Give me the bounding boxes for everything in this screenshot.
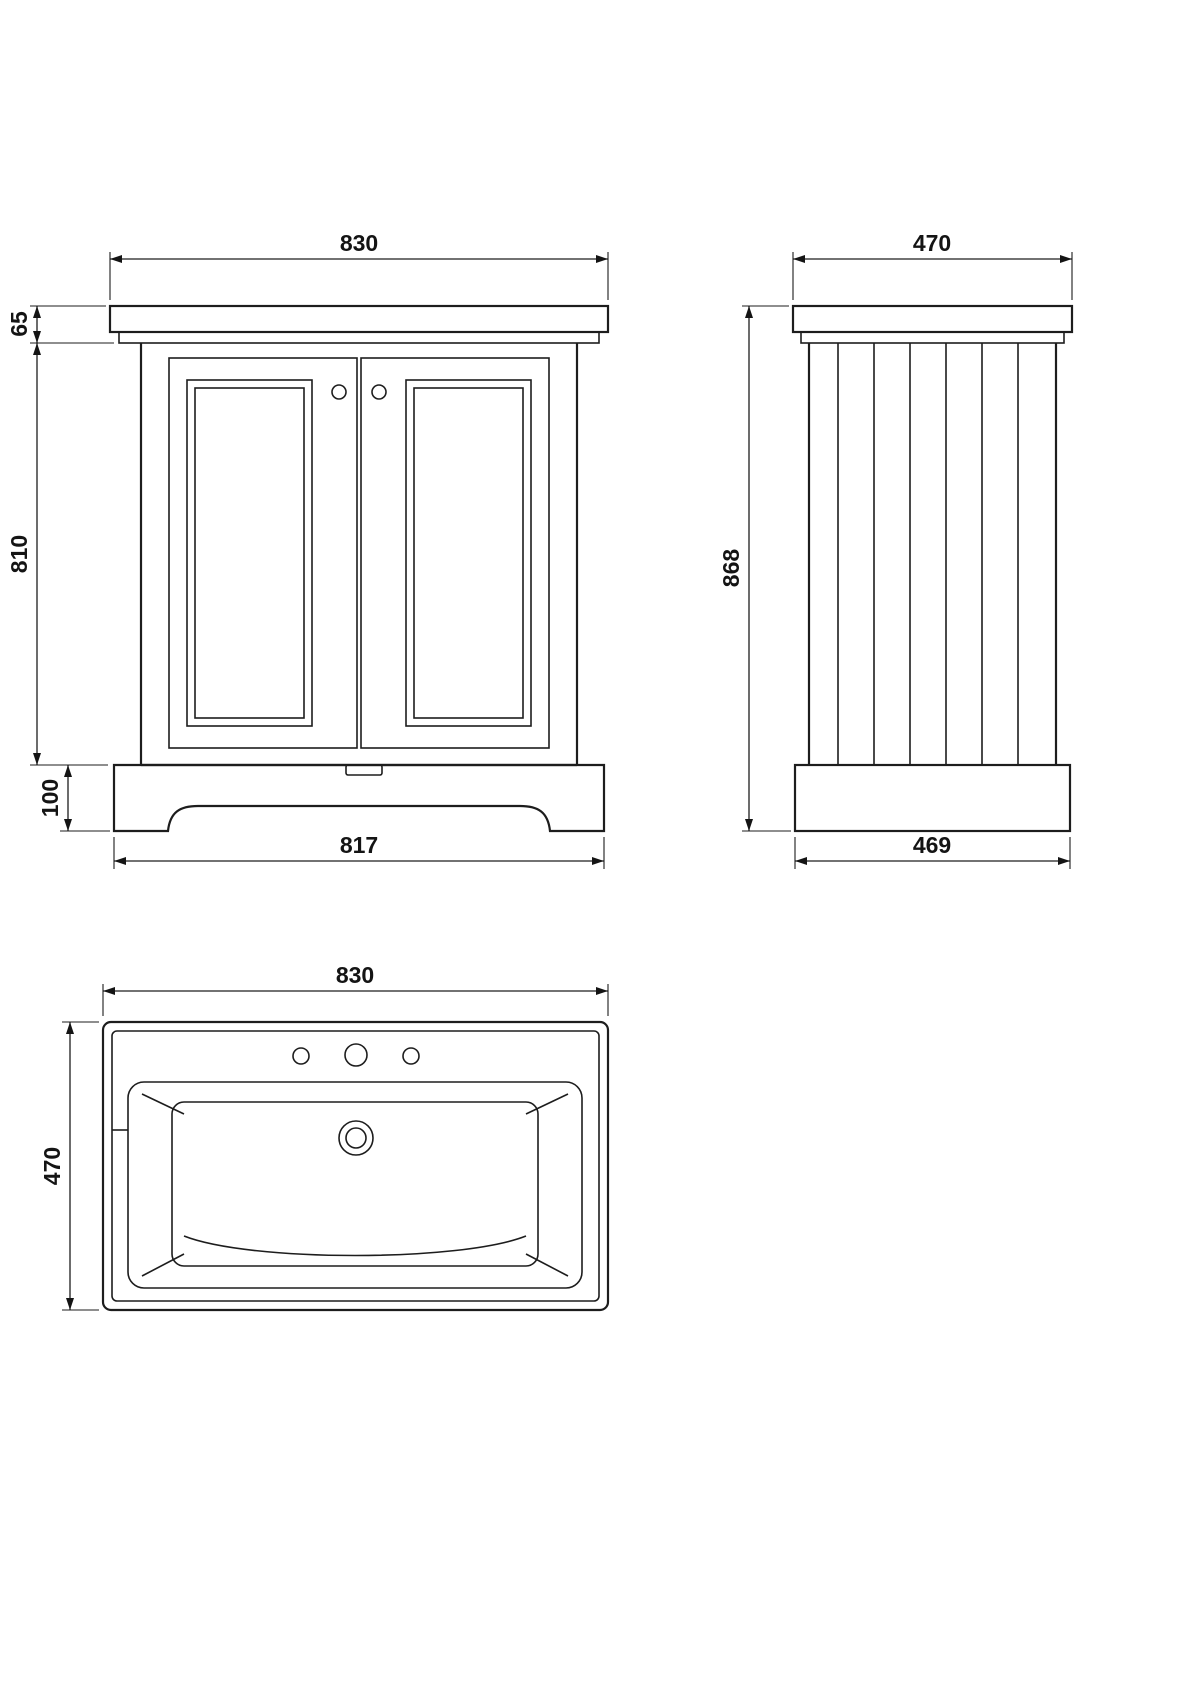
dim-label-front-plinth-height: 100	[37, 779, 63, 817]
front-right-door-panel-inner	[413, 387, 524, 719]
basin-bowl-opening	[127, 1081, 583, 1289]
dim-front-body-height: 810	[6, 343, 108, 766]
front-right-door	[360, 357, 550, 749]
basin-overflow-outer	[338, 1120, 374, 1156]
side-cabinet-body	[807, 343, 1058, 765]
front-left-door-panel-inner	[194, 387, 305, 719]
front-left-door-panel-outer	[186, 379, 313, 727]
basin-plan-view: 830 470	[39, 962, 610, 1312]
dim-label-basin-width: 830	[336, 962, 374, 988]
side-view: 470 868 469	[718, 230, 1074, 869]
basin-bowl-floor	[171, 1101, 539, 1267]
dim-label-side-top-width: 470	[913, 230, 951, 256]
basin-floor-curve	[183, 1235, 527, 1257]
dim-side-height: 868	[718, 305, 791, 832]
side-plank-lines	[837, 343, 1019, 765]
side-countertop-molding	[800, 331, 1065, 344]
dim-label-front-counter-height: 65	[6, 311, 32, 337]
dim-front-plinth-height: 100	[37, 765, 110, 832]
front-plinth	[112, 763, 606, 833]
dim-label-basin-depth: 470	[39, 1147, 65, 1185]
side-plinth	[793, 763, 1072, 833]
basin-outer-rim	[101, 1020, 610, 1312]
dim-front-top-width: 830	[109, 230, 609, 300]
basin-tap-hole-right	[402, 1047, 420, 1065]
front-view: 830 65 810 100 817	[6, 230, 610, 869]
basin-inner-rim	[111, 1030, 600, 1302]
basin-slope-lines	[141, 1093, 569, 1277]
basin-tap-hole-center	[344, 1043, 368, 1067]
front-right-door-panel-outer	[405, 379, 532, 727]
dim-label-front-body-height: 810	[6, 535, 32, 573]
front-countertop-molding	[118, 331, 600, 344]
dim-label-front-top-width: 830	[340, 230, 378, 256]
front-cabinet-body	[139, 343, 579, 767]
dim-side-top-width: 470	[792, 230, 1073, 300]
front-countertop	[108, 304, 610, 334]
basin-overflow-inner	[345, 1127, 367, 1149]
dim-side-bottom-width: 469	[794, 832, 1071, 869]
dim-basin-width: 830	[102, 962, 609, 1016]
front-left-door	[168, 357, 358, 749]
basin-tap-hole-left	[292, 1047, 310, 1065]
dim-basin-depth: 470	[39, 1021, 99, 1311]
dim-label-side-bottom-width: 469	[913, 832, 951, 858]
front-left-door-knob	[331, 384, 347, 400]
dim-front-bottom-width: 817	[113, 832, 605, 869]
dim-front-counter-height: 65	[6, 305, 114, 344]
front-plinth-center-slot	[345, 764, 383, 776]
front-right-door-knob	[371, 384, 387, 400]
side-countertop	[791, 304, 1074, 334]
dim-label-side-height: 868	[718, 549, 744, 588]
dim-label-front-bottom-width: 817	[340, 832, 378, 858]
